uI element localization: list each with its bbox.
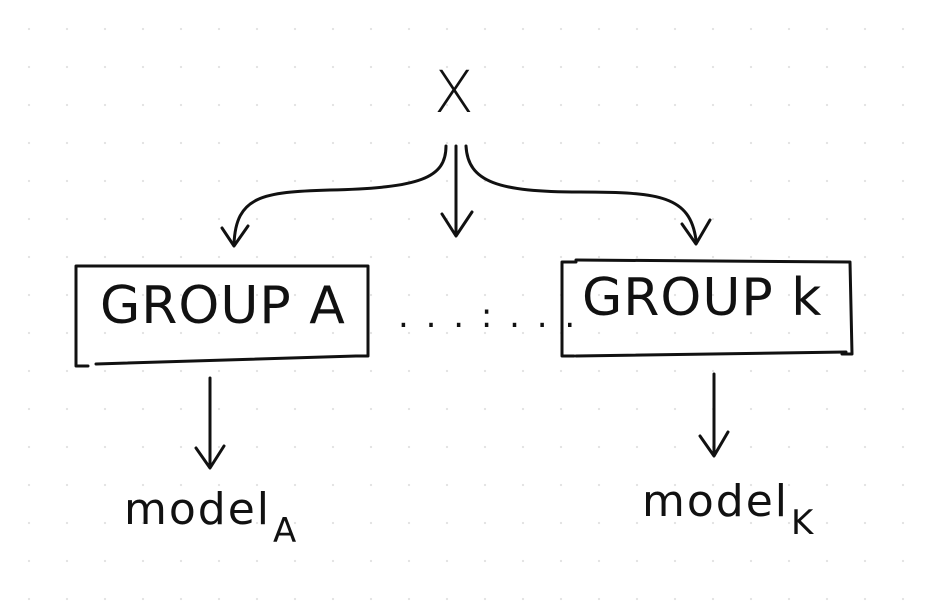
group-k-box — [560, 258, 854, 358]
group-a-label: GROUP A — [100, 276, 346, 336]
model-k-base: model — [642, 476, 790, 527]
model-k-label: modelK — [642, 476, 815, 543]
root-node-x: X — [434, 58, 474, 126]
arrow-group-k-to-model-k — [698, 372, 730, 458]
model-a-label: modelA — [124, 484, 298, 551]
arrow-root-to-group-a — [220, 144, 448, 248]
group-k-label: GROUP k — [582, 268, 823, 328]
model-a-base: model — [124, 484, 272, 535]
group-a-box — [74, 264, 370, 368]
model-a-subscript: A — [273, 511, 299, 551]
model-k-subscript: K — [791, 503, 816, 543]
arrow-root-to-group-k — [464, 144, 712, 246]
arrow-root-to-middle — [440, 144, 474, 238]
ellipsis-separator: . . . : . . . — [398, 296, 579, 336]
arrow-group-a-to-model-a — [194, 376, 226, 470]
